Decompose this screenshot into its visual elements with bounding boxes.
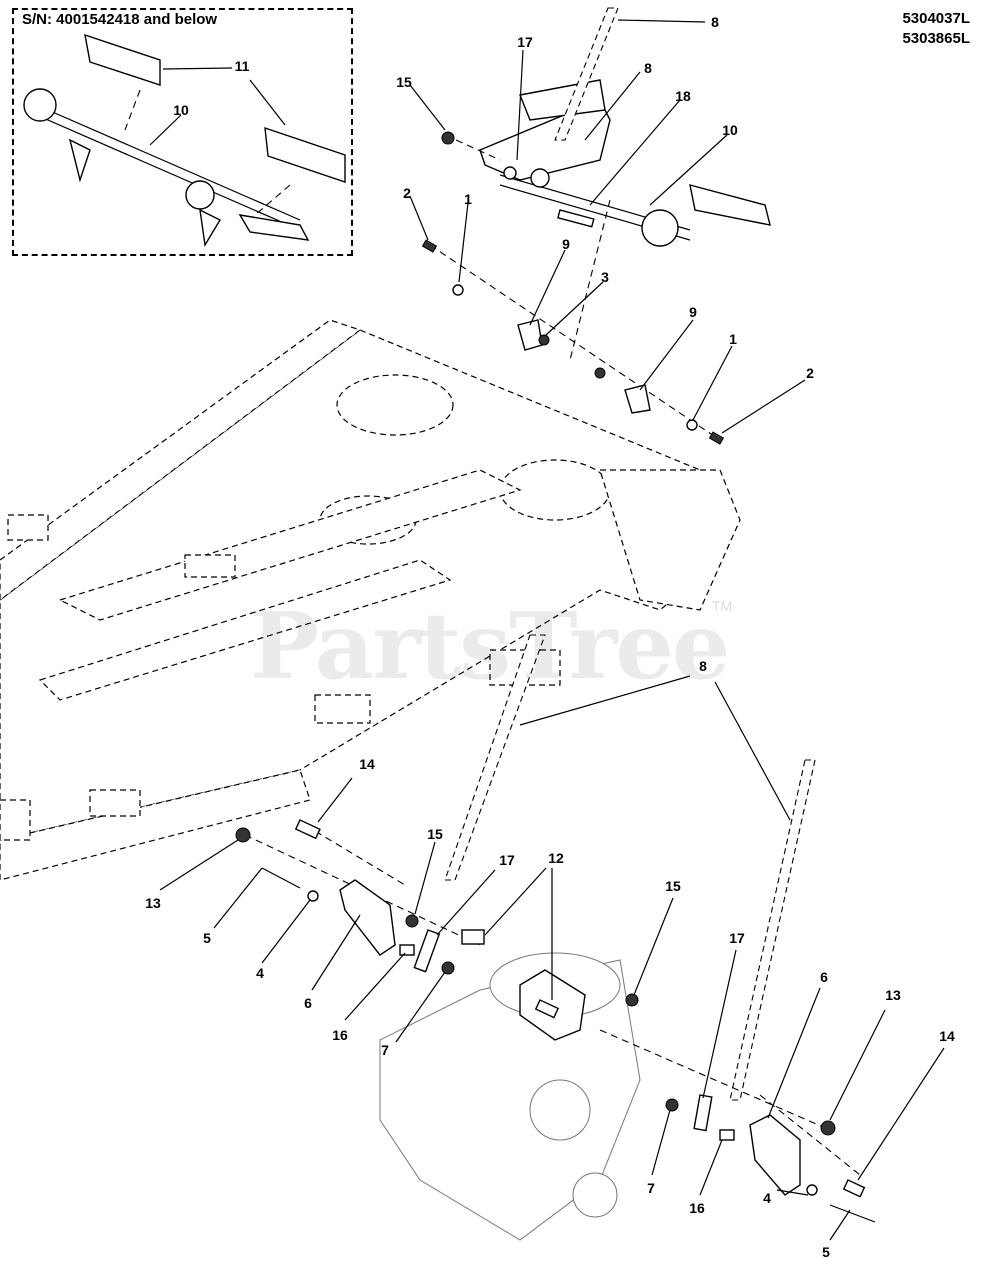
callout-8-top[interactable]: 8 [711,14,719,30]
callout-13-right[interactable]: 13 [885,987,901,1003]
upper-hardware-row [421,199,725,445]
callout-4-right[interactable]: 4 [763,1190,771,1206]
inset-serial-label: S/N: 4001542418 and below [22,11,218,28]
callout-2-left[interactable]: 2 [403,185,411,201]
callout-4-left[interactable]: 4 [256,965,264,981]
callout-13-left[interactable]: 13 [145,895,161,911]
callout-17-right[interactable]: 17 [729,930,745,946]
control-rod-right [729,759,816,1101]
diagram-code-1: 5304037L [902,10,970,27]
callout-inset-11[interactable]: 11 [234,58,250,74]
inset-box [12,8,353,256]
transmission-cover [519,969,586,1041]
lower-left-linkage [235,819,485,975]
callout-9-right[interactable]: 9 [689,304,697,320]
callout-8-top-second[interactable]: 8 [644,60,652,76]
upper-pedal-assembly [441,79,771,247]
callout-5-right[interactable]: 5 [822,1244,830,1260]
callout-5-left[interactable]: 5 [203,930,211,946]
callout-16-right[interactable]: 16 [689,1200,705,1216]
callout-1-right[interactable]: 1 [729,331,737,347]
callout-inset-10[interactable]: 10 [173,102,189,118]
callout-18[interactable]: 18 [675,88,691,104]
control-rod-upper [554,7,619,141]
trademark-symbol: TM [712,598,733,614]
callout-1-left[interactable]: 1 [464,191,472,207]
callout-17-middle[interactable]: 17 [499,852,515,868]
callout-2-right[interactable]: 2 [806,365,814,381]
callout-14-right[interactable]: 14 [939,1028,955,1044]
callout-16-left[interactable]: 16 [332,1027,348,1043]
callout-15-middle[interactable]: 15 [427,826,443,842]
callout-10[interactable]: 10 [722,122,738,138]
callout-12[interactable]: 12 [548,850,564,866]
callout-14-left[interactable]: 14 [359,756,375,772]
lower-right-linkage [599,993,876,1223]
transmission-drawing [379,952,641,1241]
chassis-frame [0,319,741,881]
callout-leaders [149,19,945,1241]
callout-8-middle[interactable]: 8 [699,658,707,674]
callout-6-left[interactable]: 6 [304,995,312,1011]
callout-7-left[interactable]: 7 [381,1042,389,1058]
callout-17-top[interactable]: 17 [517,34,533,50]
callout-7-right[interactable]: 7 [647,1180,655,1196]
callout-3[interactable]: 3 [601,269,609,285]
inset-pedal-assembly [23,33,346,248]
callout-15-top[interactable]: 15 [396,74,412,90]
control-rod-left [444,634,546,881]
callout-15-right[interactable]: 15 [665,878,681,894]
parts-tree-watermark: PartsTree [250,592,730,700]
diagram-code-2: 5303865L [902,30,970,47]
callout-9-left[interactable]: 9 [562,236,570,252]
callout-6-right[interactable]: 6 [820,969,828,985]
